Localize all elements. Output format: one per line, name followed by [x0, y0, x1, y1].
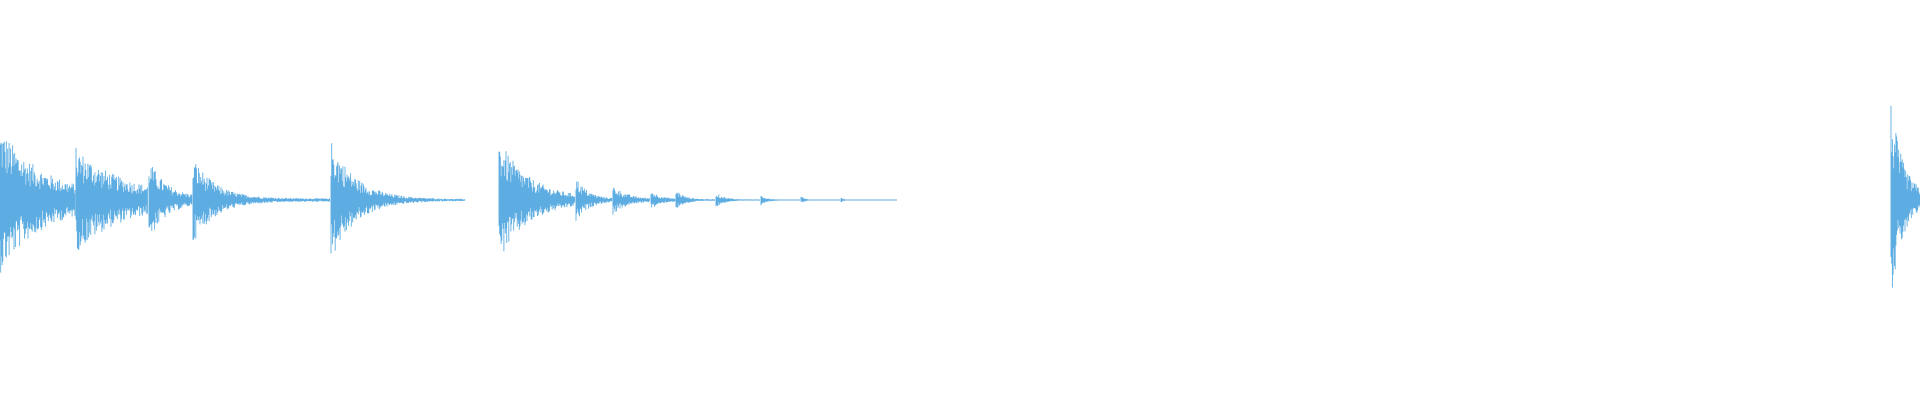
- waveform-burst: [75, 147, 148, 250]
- waveform-burst: [0, 141, 76, 273]
- waveform-burst: [148, 167, 193, 231]
- waveform-burst: [330, 143, 466, 254]
- waveform: [0, 105, 1920, 288]
- waveform-burst: [650, 193, 676, 208]
- waveform-burst: [192, 164, 330, 240]
- waveform-burst: [575, 181, 613, 221]
- waveform-burst: [760, 196, 800, 206]
- waveform-burst: [1890, 105, 1920, 288]
- waveform-burst: [612, 187, 650, 215]
- waveform-burst: [498, 151, 576, 252]
